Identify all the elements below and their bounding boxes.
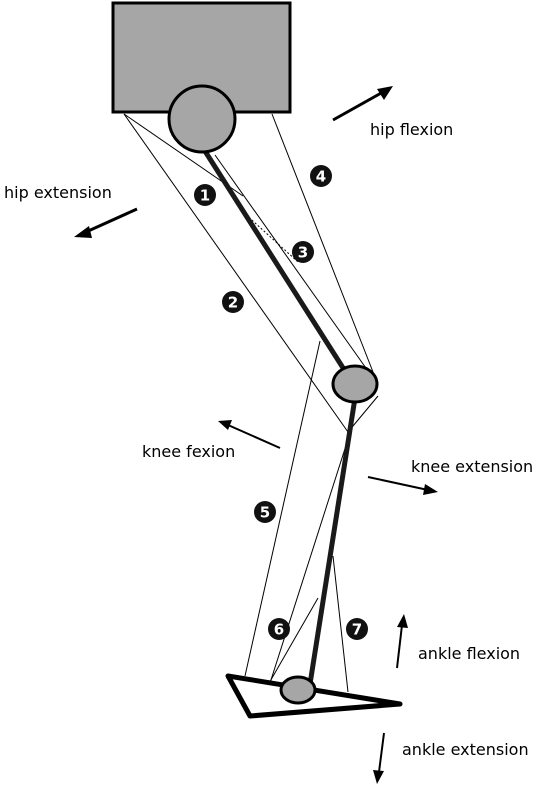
hip-flexion-label: hip flexion <box>370 120 453 139</box>
muscle-marker-7: 7 <box>346 618 368 640</box>
muscle-number-4: 4 <box>316 168 326 186</box>
muscle-line-2a <box>123 113 349 433</box>
ankle-flexion-arrow <box>396 624 403 669</box>
muscle-number-6: 6 <box>274 621 284 639</box>
ankle-flexion-label: ankle flexion <box>418 644 520 663</box>
motion-labels: hip flexion hip extension knee fexion kn… <box>4 120 533 759</box>
muscle-markers: 1 2 3 4 5 6 7 <box>194 165 368 640</box>
muscle-marker-6: 6 <box>268 618 290 640</box>
leg-segments <box>200 145 358 687</box>
knee-joint <box>331 364 379 404</box>
hip-extension-label: hip extension <box>4 183 112 202</box>
muscle-line-3-dotted <box>242 211 299 263</box>
hip-flexion-arrowhead <box>377 86 393 100</box>
muscle-line-7a <box>332 555 349 693</box>
hip-extension-arrow <box>85 207 138 234</box>
muscle-marker-4: 4 <box>310 165 332 187</box>
muscle-marker-1: 1 <box>194 184 216 206</box>
muscle-marker-5: 5 <box>254 501 276 523</box>
muscle-number-7: 7 <box>352 621 362 639</box>
ankle-flexion-arrowhead <box>397 614 408 628</box>
hip-extension-arrowhead <box>74 226 92 238</box>
muscle-number-1: 1 <box>200 187 210 205</box>
knee-extension-label: knee extension <box>411 457 533 476</box>
knee-extension-arrow <box>367 476 429 491</box>
muscle-line-6a <box>267 597 319 686</box>
ankle-extension-label: ankle extension <box>402 740 529 759</box>
hip-flexion-arrow <box>332 90 384 122</box>
muscle-number-2: 2 <box>228 294 238 312</box>
knee-extension-arrowhead <box>423 484 438 495</box>
ankle-extension-arrow <box>378 732 385 773</box>
thigh-segment <box>200 145 348 374</box>
muscle-number-5: 5 <box>260 504 270 522</box>
muscle-line-5a <box>244 340 321 677</box>
ankle-extension-arrowhead <box>373 770 384 784</box>
knee-flexion-arrow <box>227 424 281 449</box>
knee-flexion-arrowhead <box>218 420 232 430</box>
knee-flexion-label: knee fexion <box>142 442 235 461</box>
ankle-joint <box>279 675 317 705</box>
muscle-number-3: 3 <box>298 244 308 262</box>
muscle-line-5b <box>269 432 351 684</box>
shank-segment <box>307 395 358 687</box>
muscle-line-4a <box>271 113 374 373</box>
muscle-marker-3: 3 <box>292 241 314 263</box>
motion-arrows <box>74 86 438 784</box>
muscle-line-3a <box>214 154 374 379</box>
hip-joint <box>167 84 237 154</box>
muscle-lines <box>123 113 379 693</box>
muscle-marker-2: 2 <box>222 291 244 313</box>
